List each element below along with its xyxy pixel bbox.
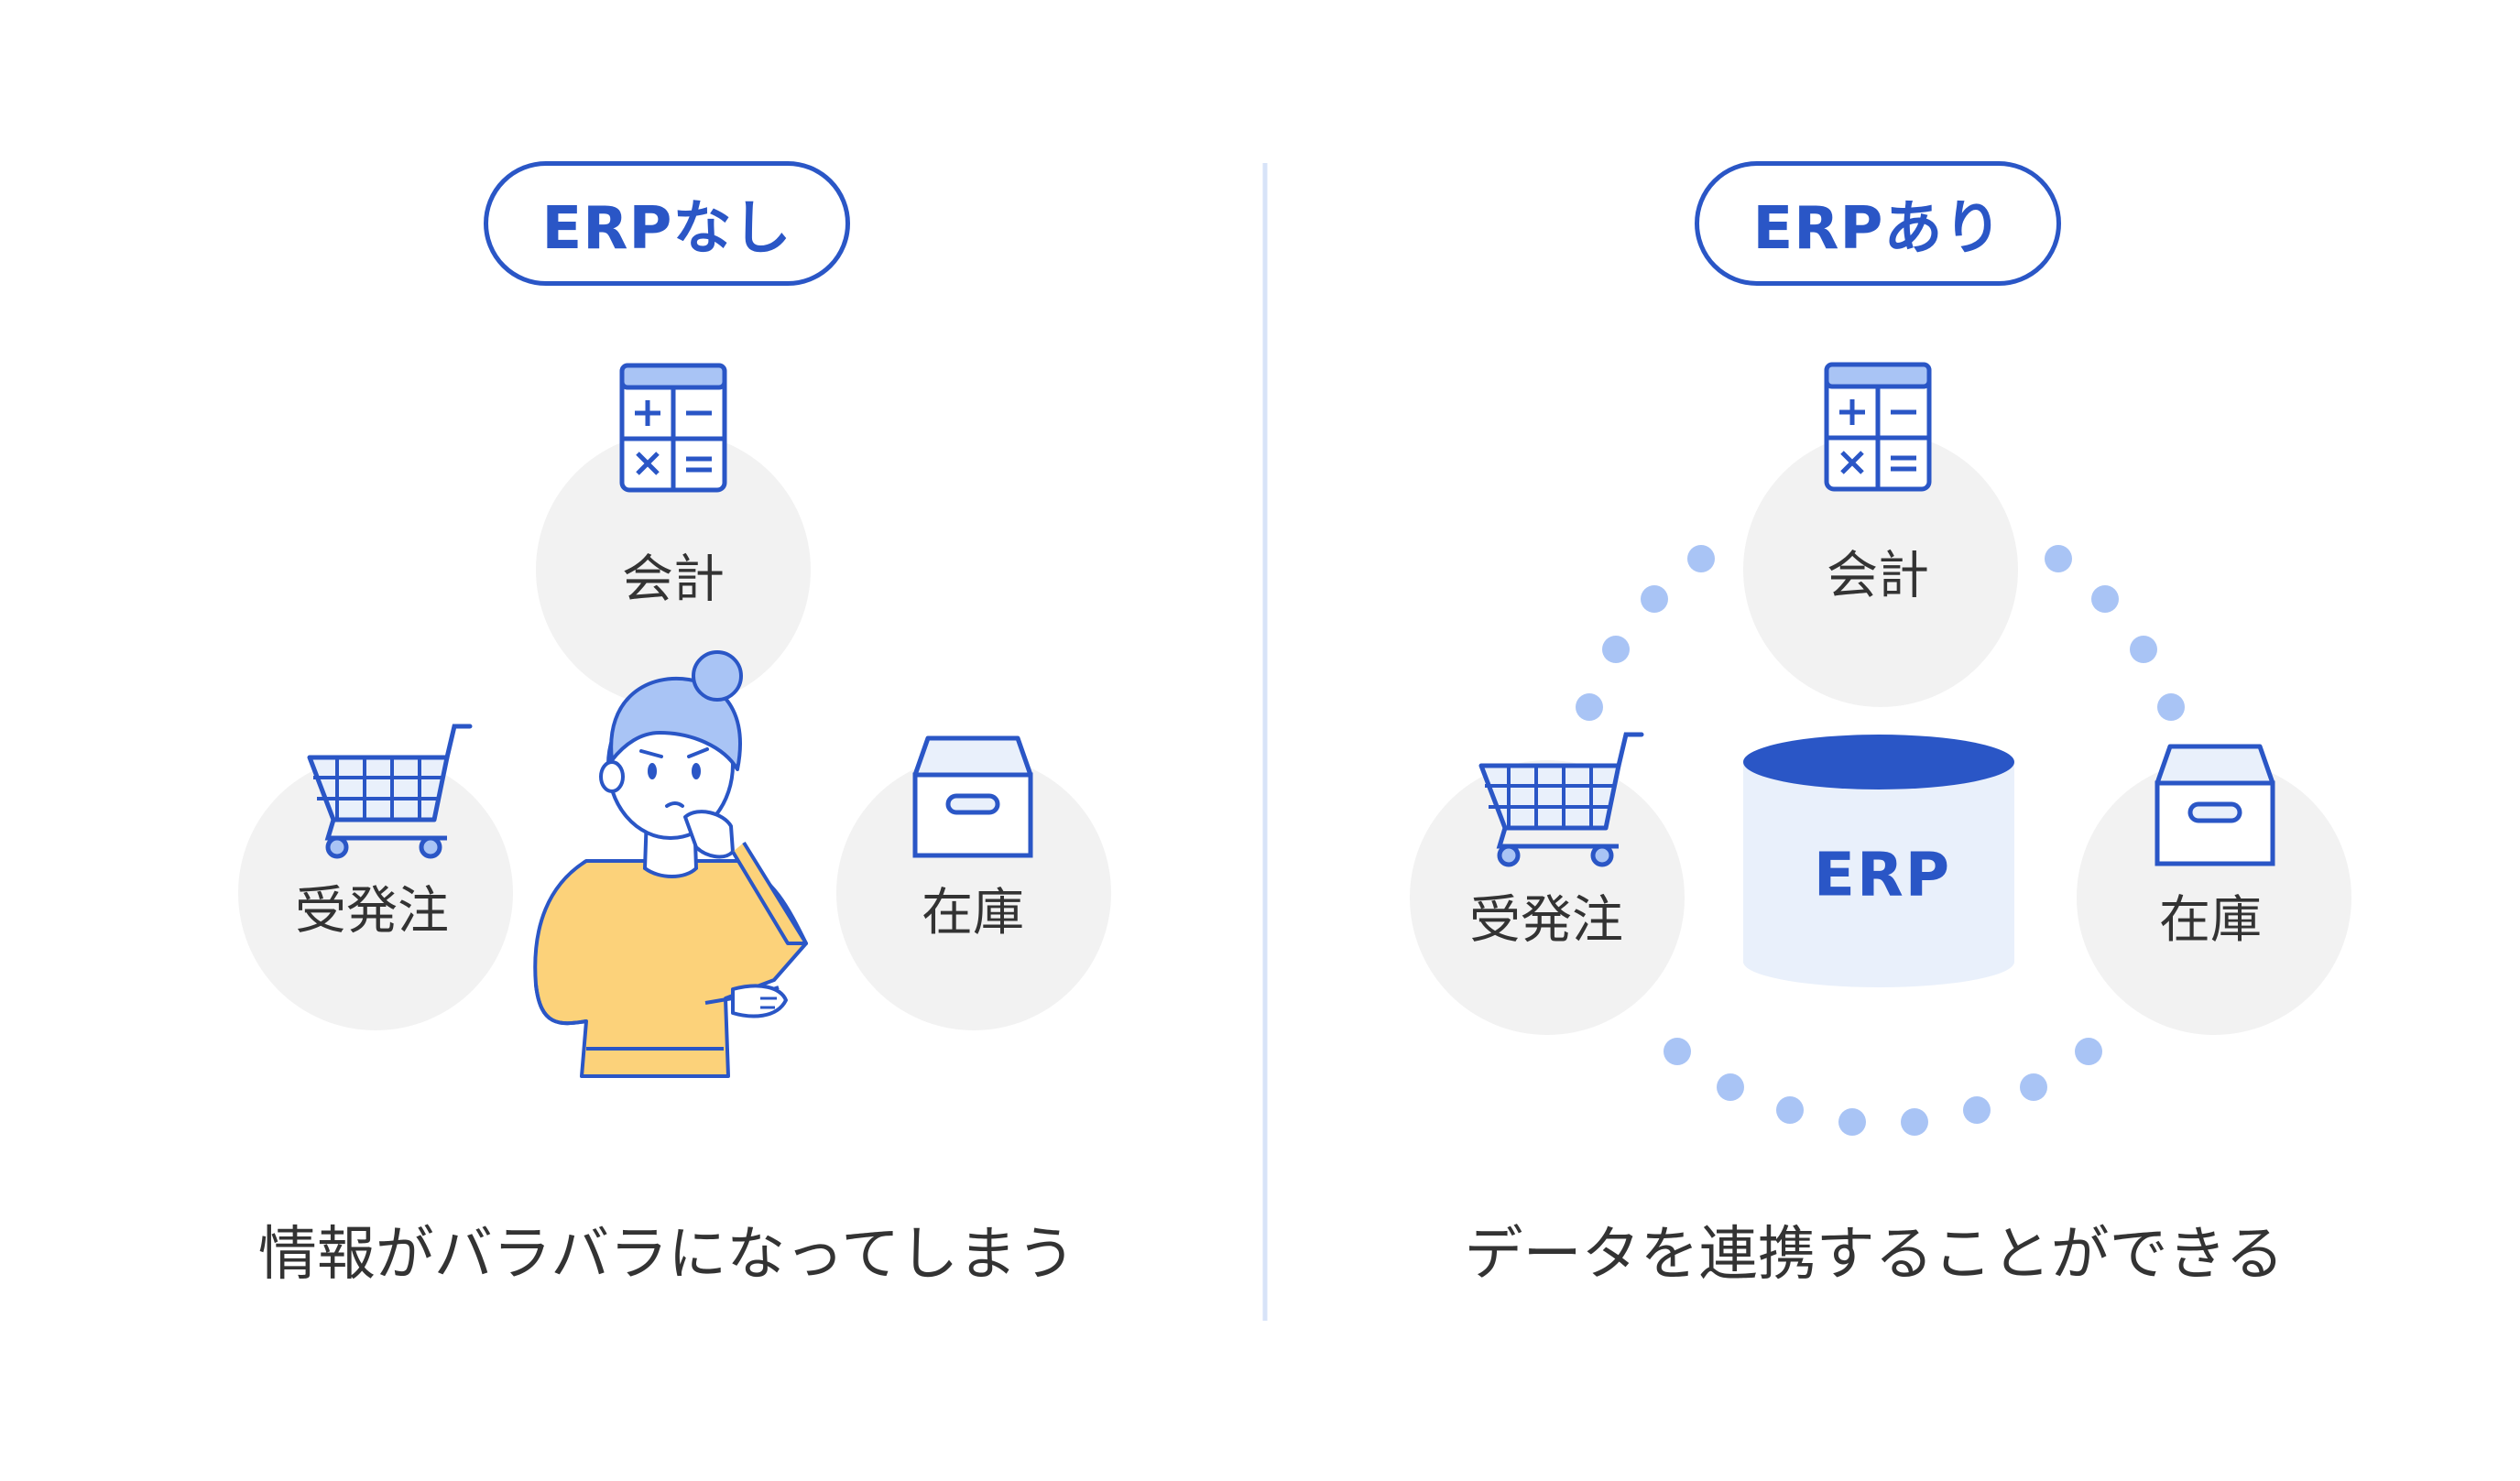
left-accounting-label: 会計: [622, 550, 725, 610]
left-orders-label: 受発注: [295, 881, 449, 942]
worried-person-illustration: [533, 650, 808, 1078]
left-inventory-circle: [836, 756, 1111, 1030]
right-orders-circle: [1410, 760, 1685, 1035]
erp-none-badge: ERPなし: [484, 161, 850, 286]
box-icon: [915, 738, 1031, 855]
calculator-icon: [622, 365, 725, 490]
erp-center-label: ERP: [1813, 839, 1952, 910]
left-inventory-label: 在庫: [922, 883, 1024, 943]
left-caption: 情報がバラバラになってしまう: [257, 1221, 1076, 1289]
right-inventory-circle: [2077, 760, 2351, 1035]
right-inventory-label: 在庫: [2159, 890, 2262, 951]
connection-dots: [1576, 545, 2185, 1136]
right-caption: データを連携することができる: [1464, 1221, 2285, 1289]
left-orders-circle: [238, 756, 513, 1030]
erp-database-icon: [1743, 735, 2014, 987]
right-orders-label: 受発注: [1469, 890, 1623, 951]
calculator-icon: [1827, 365, 1929, 489]
right-accounting-circle: [1743, 432, 2018, 707]
left-accounting-circle: [536, 432, 811, 707]
right-accounting-label: 会計: [1827, 546, 1929, 606]
erp-with-badge: ERPあり: [1695, 161, 2061, 286]
box-icon: [2157, 746, 2273, 864]
